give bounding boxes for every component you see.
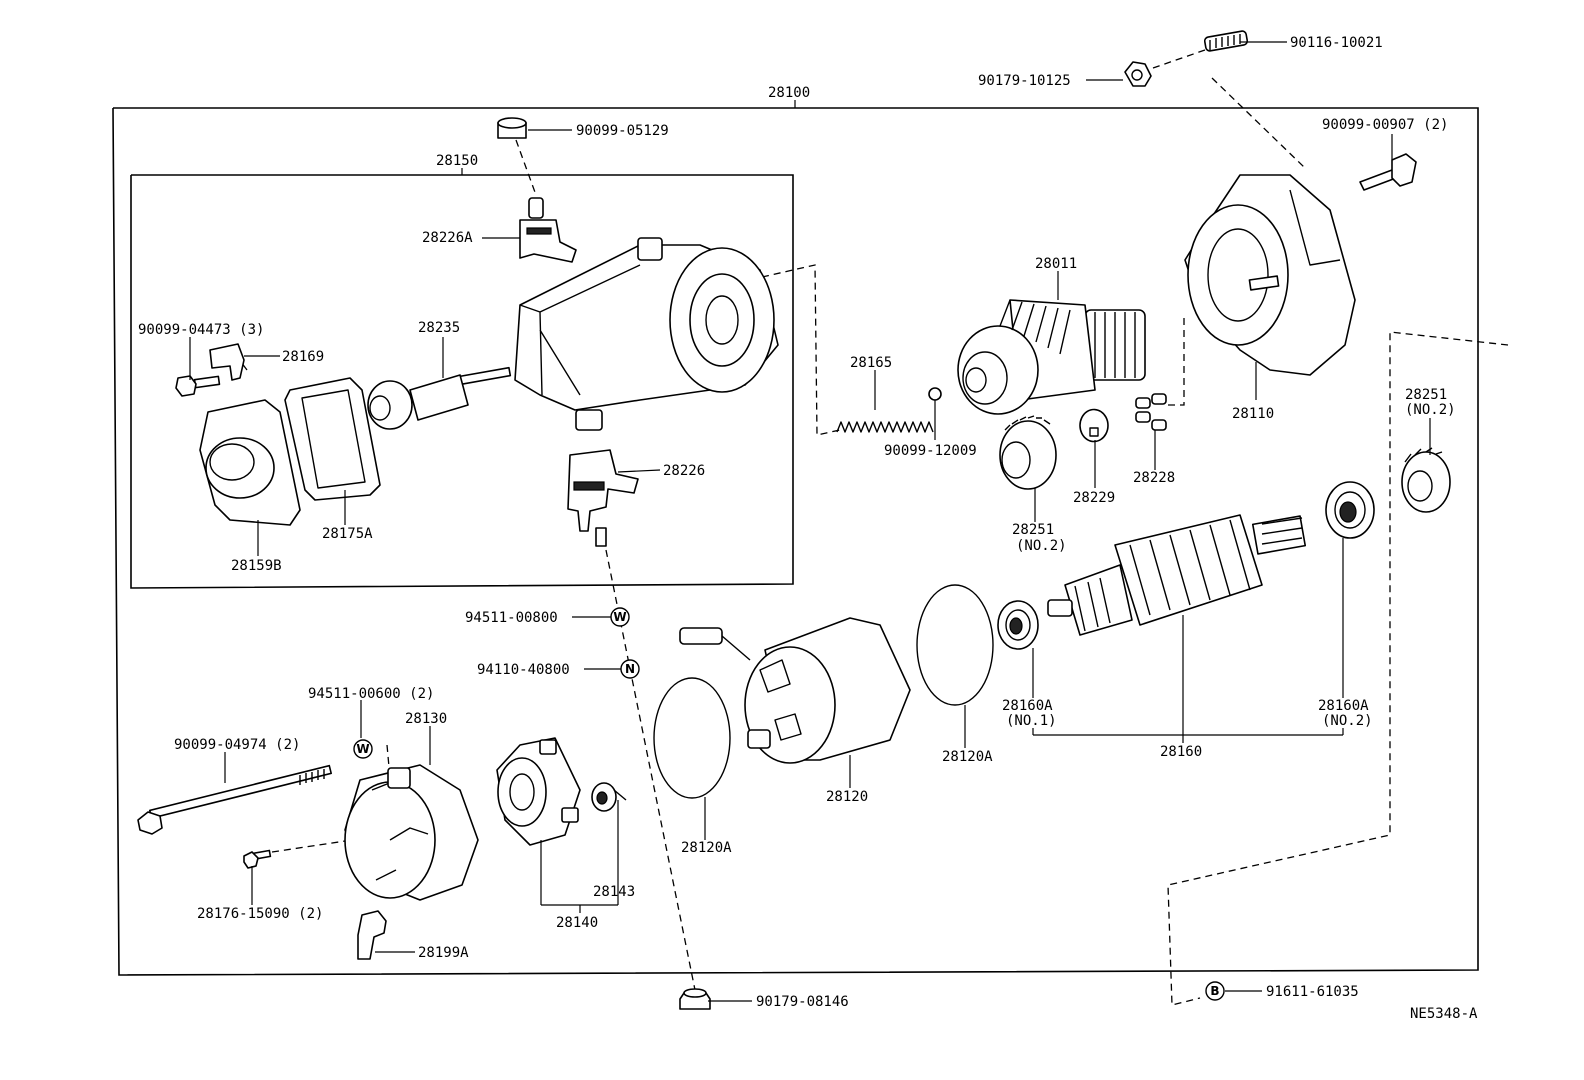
bearing-28160A-no2-icon (1325, 481, 1375, 539)
leader-lines (189, 41, 1431, 1002)
o-ring-28120A-right-icon (916, 584, 994, 706)
svg-text:B: B (1210, 984, 1219, 998)
bolt-marker: B (1205, 981, 1225, 1001)
label-28160A-no2: 28160A (1318, 698, 1369, 714)
label-28160A-no1: 28160A (1002, 698, 1053, 714)
magnet-switch-housing-icon (514, 237, 779, 431)
label-28160A-no1-no: (NO.1) (1006, 713, 1057, 729)
label-28130: 28130 (405, 711, 447, 727)
end-frame-28130-icon (344, 764, 479, 901)
label-90099-04974: 90099-04974 (2) (174, 737, 300, 753)
svg-text:N: N (625, 662, 635, 676)
brush-holder-28140-icon (496, 737, 581, 846)
gear-28251-icon (999, 415, 1057, 490)
stud-bolt-icon (1203, 30, 1249, 52)
label-28169: 28169 (282, 349, 324, 365)
label-28226A: 28226A (422, 230, 473, 246)
label-28235: 28235 (418, 320, 460, 336)
label-28120: 28120 (826, 789, 868, 805)
plunger-28235-icon (367, 366, 512, 430)
label-94511-00600: 94511-00600 (2) (308, 686, 434, 702)
label-90099-12009: 90099-12009 (884, 443, 977, 459)
label-28143: 28143 (593, 884, 635, 900)
label-28226: 28226 (663, 463, 705, 479)
retainer-28229-icon (1079, 408, 1109, 443)
nut-marker: N (620, 659, 640, 679)
label-28251-mid: 28251 (1012, 522, 1054, 538)
bolt-90099-04473-icon (175, 375, 221, 397)
assembly-frame-28100 (112, 100, 1479, 976)
washer-marker-1: W (610, 607, 630, 627)
grommet-28199A-icon (357, 910, 387, 960)
clutch-housing-28110-icon (1184, 174, 1356, 376)
bracket-28169-icon (209, 343, 245, 381)
label-90179-10125: 90179-10125 (978, 73, 1071, 89)
label-28199A: 28199A (418, 945, 469, 961)
label-28175A: 28175A (322, 526, 373, 542)
label-28159B: 28159B (231, 558, 282, 574)
terminal-28226-icon (567, 449, 639, 547)
label-28120A-left: 28120A (681, 840, 732, 856)
armature-28160-icon (1047, 514, 1307, 636)
label-90099-05129: 90099-05129 (576, 123, 669, 139)
field-frame-28120-icon (679, 617, 911, 764)
diagram-code: NE5348-A (1410, 1006, 1478, 1022)
label-91611-61035: 91611-61035 (1266, 984, 1359, 1000)
screw-28176-icon (243, 849, 272, 869)
brush-spring-28143-icon (591, 782, 627, 812)
svg-text:W: W (356, 742, 369, 756)
label-28176-15090: 28176-15090 (2) (197, 906, 323, 922)
label-94511-00800: 94511-00800 (465, 610, 558, 626)
label-28251-top-no: (NO.2) (1405, 402, 1456, 418)
label-28165: 28165 (850, 355, 892, 371)
label-28229: 28229 (1073, 490, 1115, 506)
cover-28159B-icon (199, 399, 301, 526)
label-28100: 28100 (768, 85, 810, 101)
nut-90179-08146-icon (679, 988, 711, 1010)
washer-marker-2: W (353, 739, 373, 759)
label-28150: 28150 (436, 153, 478, 169)
through-bolt-icon (137, 764, 333, 835)
label-90116-10021: 90116-10021 (1290, 35, 1383, 51)
cap-nut-icon (497, 117, 527, 139)
label-28251-mid-no: (NO.2) (1016, 538, 1067, 554)
label-28251-top: 28251 (1405, 387, 1447, 403)
gear-28251-right-icon (1401, 447, 1451, 513)
svg-text:W: W (613, 610, 626, 624)
bolt-90099-00907-icon (1359, 153, 1417, 191)
label-28160A-no2-no: (NO.2) (1322, 713, 1373, 729)
label-90099-04473: 90099-04473 (3) (138, 322, 264, 338)
assembly-frame-28150 (130, 168, 794, 589)
label-28120A-right: 28120A (942, 749, 993, 765)
label-28140: 28140 (556, 915, 598, 931)
rollers-28228-icon (1135, 393, 1167, 431)
bearing-28160A-no1-icon (997, 600, 1039, 650)
terminal-28226A-icon (519, 197, 577, 263)
label-90099-00907: 90099-00907 (2) (1322, 117, 1448, 133)
starter-clutch-28011-icon (957, 299, 1146, 415)
label-90179-08146: 90179-08146 (756, 994, 849, 1010)
label-28160: 28160 (1160, 744, 1202, 760)
label-28228: 28228 (1133, 470, 1175, 486)
label-28011: 28011 (1035, 256, 1077, 272)
label-28110: 28110 (1232, 406, 1274, 422)
gasket-28175A-icon (284, 377, 381, 501)
label-94110-40800: 94110-40800 (477, 662, 570, 678)
spring-28165-icon (836, 421, 934, 433)
nut-icon (1124, 61, 1152, 87)
part-labels: 28100 28150 28160 28140 90116-10021 9017… (138, 35, 1478, 1022)
o-ring-28120A-left-icon (653, 677, 731, 799)
steel-ball-icon (928, 387, 942, 401)
